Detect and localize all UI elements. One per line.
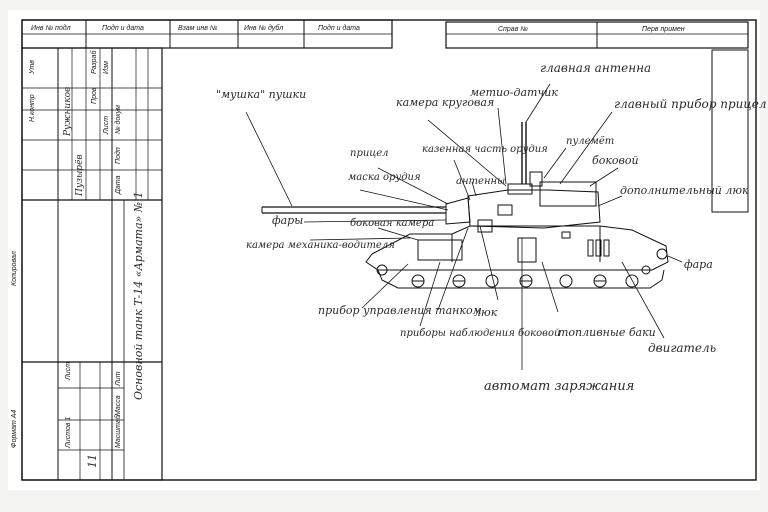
callout-labels: "мушка" пушки камера круговая метио-датч… [216, 61, 768, 394]
top-stamp-left: Инв № подл Подп и дата Взам инв № Инв № … [21, 19, 393, 49]
label-lyuk: люк [474, 306, 498, 319]
tb-sheet-num: 11 [86, 454, 99, 468]
label-kamera-krugovaya: камера круговая [396, 96, 494, 109]
label-avtomat: автомат заряжания [484, 379, 634, 394]
tb-title: Основной танк Т-14 «Армата» № 1 [132, 191, 145, 400]
tb-utv: Утв [29, 60, 36, 75]
leader-lines [245, 83, 683, 370]
top-stamp-right: Справ № Перв примен [445, 21, 749, 49]
tb-name-2: Пузырёв [75, 154, 85, 197]
stamp-vzam-inv: Взам инв № [178, 25, 218, 32]
label-mekhanik: камера механика-водителя [246, 240, 395, 251]
margin-format: Формат А4 [11, 410, 18, 448]
tb-listov: Листов 1 [65, 417, 72, 449]
tb-nkontr: Н.контр [29, 94, 36, 122]
label-bokovaya: боковая камера [350, 218, 434, 229]
label-fara: фара [684, 258, 713, 271]
label-dvigatel: двигатель [648, 341, 716, 355]
tb-data: Дата [115, 175, 122, 195]
tb-podp: Подп [114, 147, 122, 164]
label-pricel: прицел [350, 148, 389, 159]
label-antenny: антенны [456, 176, 505, 187]
tb-masshtab: Масштаб [114, 414, 122, 448]
label-pribor-upr: прибор управления танком [318, 304, 482, 317]
tank-drawing [261, 122, 669, 289]
left-title-block: Н.контр Разраб Пров Утв Изм Лист № докум… [21, 47, 163, 481]
stamp-inv-dubl: Инв № дубл [244, 24, 283, 32]
label-glavnaya-antenna: главная антенна [540, 61, 651, 75]
stamp-perv-primen: Перв примен [642, 26, 685, 33]
label-mushka: "мушка" пушки [216, 88, 306, 101]
tb-prov: Пров [91, 87, 98, 104]
stamp-podp-data-2: Подп и дата [318, 24, 360, 32]
right-frame-box [711, 49, 749, 213]
label-glavny-pribor: главный прибор прицел стрелок [614, 97, 768, 111]
label-kazennaya: казенная часть орудия [422, 144, 548, 155]
label-metio-datchik: метио-датчик [470, 86, 558, 99]
tb-list: Лист [103, 116, 110, 135]
label-bokovaya-2: боковой [592, 154, 639, 167]
tb-izm: Изм [103, 61, 110, 74]
margin-kopiroval: Копировал [11, 251, 18, 286]
label-faru: фары [272, 214, 303, 227]
tb-ndokum: № докум [114, 105, 122, 134]
tb-list-2: Лист [65, 362, 72, 381]
tb-lit: Лит [115, 371, 122, 387]
tb-massa: Масса [115, 395, 122, 416]
label-pulemet: пулемёт [566, 136, 614, 147]
label-toplivnye: топливные баки [558, 326, 656, 339]
tb-name-1: Ружников [63, 87, 73, 137]
label-maska: маска орудия [348, 172, 421, 183]
stamp-inv-podl: Инв № подл [31, 24, 71, 32]
tb-razrab: Разраб [90, 50, 98, 74]
stamp-sprav: Справ № [498, 26, 528, 33]
label-pribor-bok: приборы наблюдения боковой [400, 328, 560, 339]
label-dopolnitelny: дополнительный люк [620, 184, 749, 197]
stamp-podp-data: Подп и дата [102, 24, 144, 32]
